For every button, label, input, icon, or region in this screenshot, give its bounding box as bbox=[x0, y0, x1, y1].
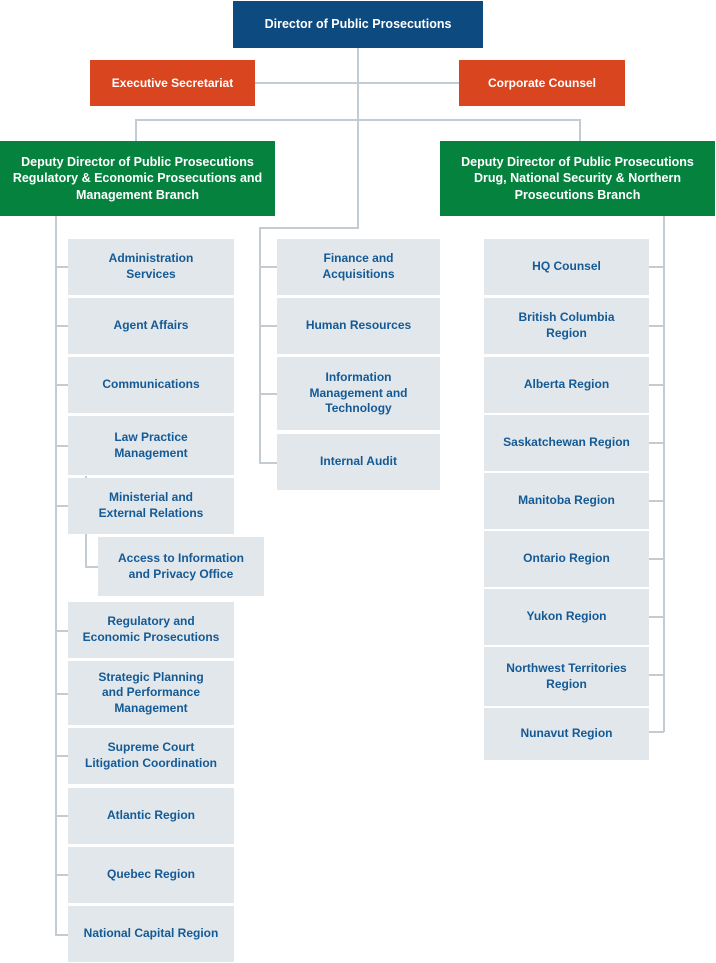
connector-stub-left-2 bbox=[55, 325, 69, 327]
node-label: Strategic Planning and Performance Manag… bbox=[98, 669, 204, 715]
connector-stub-right-7 bbox=[649, 616, 664, 618]
node-strategic-planning-and-performance-management[interactable]: Strategic Planning and Performance Manag… bbox=[68, 661, 234, 725]
node-label: Deputy Director of Public Prosecutions R… bbox=[12, 155, 263, 202]
node-label: Human Resources bbox=[305, 318, 412, 333]
node-label: Communications bbox=[102, 377, 200, 392]
node-label: Corporate Counsel bbox=[487, 75, 596, 90]
connector-stub-right-6 bbox=[649, 558, 664, 560]
node-label: Finance and Acquisitions bbox=[322, 251, 395, 281]
connector-stub-left-8 bbox=[55, 755, 69, 757]
node-branch-drug-national-security-northern[interactable]: Deputy Director of Public Prosecutions D… bbox=[440, 141, 715, 216]
connector-aipo-stub bbox=[85, 566, 99, 568]
connector-root-trunk bbox=[357, 48, 359, 228]
connector-stub-left-5 bbox=[55, 505, 69, 507]
connector-branch-bus bbox=[135, 119, 581, 121]
node-quebec-region[interactable]: Quebec Region bbox=[68, 847, 234, 903]
node-ontario-region[interactable]: Ontario Region bbox=[484, 531, 649, 587]
node-label: Law Practice Management bbox=[114, 429, 188, 460]
node-yukon-region[interactable]: Yukon Region bbox=[484, 589, 649, 645]
node-regulatory-and-economic-prosecutions[interactable]: Regulatory and Economic Prosecutions bbox=[68, 602, 234, 658]
connector-stub-right-2 bbox=[649, 325, 664, 327]
connector-stub-right-5 bbox=[649, 500, 664, 502]
node-access-to-information-and-privacy-office[interactable]: Access to Information and Privacy Office bbox=[98, 537, 264, 596]
connector-stub-left-7 bbox=[55, 693, 69, 695]
node-saskatchewan-region[interactable]: Saskatchewan Region bbox=[484, 415, 649, 471]
node-british-columbia-region[interactable]: British Columbia Region bbox=[484, 298, 649, 354]
connector-stub-left-3 bbox=[55, 384, 69, 386]
node-label: Director of Public Prosecutions bbox=[264, 16, 452, 31]
connector-middle-trunk bbox=[259, 227, 261, 463]
node-label: Agent Affairs bbox=[113, 318, 189, 333]
node-information-management-and-technology[interactable]: Information Management and Technology bbox=[277, 357, 440, 430]
connector-stub-left-11 bbox=[55, 934, 69, 936]
connector-branch-right-drop bbox=[579, 119, 581, 141]
connector-stub-left-6 bbox=[55, 630, 69, 632]
connector-stub-mid-2 bbox=[259, 325, 278, 327]
node-administration-services[interactable]: Administration Services bbox=[68, 239, 234, 295]
node-atlantic-region[interactable]: Atlantic Region bbox=[68, 788, 234, 844]
node-label: Regulatory and Economic Prosecutions bbox=[82, 614, 220, 644]
node-label: Northwest Territories Region bbox=[506, 660, 627, 691]
node-northwest-territories-region[interactable]: Northwest Territories Region bbox=[484, 647, 649, 706]
node-corporate-counsel[interactable]: Corporate Counsel bbox=[459, 60, 625, 106]
connector-stub-right-3 bbox=[649, 384, 664, 386]
node-label: Ministerial and External Relations bbox=[98, 490, 204, 520]
node-label: British Columbia Region bbox=[518, 310, 615, 340]
connector-left-trunk bbox=[55, 216, 57, 936]
node-label: Quebec Region bbox=[106, 867, 195, 882]
node-label: Administration Services bbox=[108, 251, 194, 281]
connector-stub-right-4 bbox=[649, 442, 664, 444]
node-national-capital-region[interactable]: National Capital Region bbox=[68, 906, 234, 962]
node-human-resources[interactable]: Human Resources bbox=[277, 298, 440, 354]
node-manitoba-region[interactable]: Manitoba Region bbox=[484, 473, 649, 529]
node-label: Information Management and Technology bbox=[309, 370, 408, 416]
node-law-practice-management[interactable]: Law Practice Management bbox=[68, 416, 234, 475]
connector-stub-mid-3 bbox=[259, 393, 278, 395]
node-supreme-court-litigation-coordination[interactable]: Supreme Court Litigation Coordination bbox=[68, 728, 234, 784]
node-label: Access to Information and Privacy Office bbox=[117, 550, 245, 581]
connector-stub-right-8 bbox=[649, 674, 664, 676]
connector-stub-left-1 bbox=[55, 266, 69, 268]
connector-branch-left-drop bbox=[135, 119, 137, 141]
node-label: Atlantic Region bbox=[106, 808, 195, 823]
connector-stub-right-9 bbox=[649, 731, 664, 733]
node-internal-audit[interactable]: Internal Audit bbox=[277, 434, 440, 490]
node-branch-regulatory-economic-management[interactable]: Deputy Director of Public Prosecutions R… bbox=[0, 141, 275, 216]
node-finance-and-acquisitions[interactable]: Finance and Acquisitions bbox=[277, 239, 440, 295]
node-label: Internal Audit bbox=[320, 454, 397, 469]
connector-stub-left-9 bbox=[55, 815, 69, 817]
node-label: Saskatchewan Region bbox=[503, 435, 630, 450]
node-label: HQ Counsel bbox=[532, 259, 601, 274]
node-label: National Capital Region bbox=[83, 926, 219, 941]
node-label: Nunavut Region bbox=[520, 726, 613, 741]
connector-stub-left-10 bbox=[55, 874, 69, 876]
connector-stub-mid-4 bbox=[259, 462, 278, 464]
node-label: Manitoba Region bbox=[518, 493, 615, 508]
node-label: Ontario Region bbox=[523, 551, 610, 566]
node-label: Deputy Director of Public Prosecutions D… bbox=[461, 155, 694, 202]
node-director-of-public-prosecutions[interactable]: Director of Public Prosecutions bbox=[233, 1, 483, 48]
connector-stub-mid-1 bbox=[259, 266, 278, 268]
connector-stub-right-1 bbox=[649, 266, 664, 268]
node-communications[interactable]: Communications bbox=[68, 357, 234, 413]
node-alberta-region[interactable]: Alberta Region bbox=[484, 357, 649, 413]
node-ministerial-and-external-relations[interactable]: Ministerial and External Relations bbox=[68, 478, 234, 534]
node-label: Supreme Court Litigation Coordination bbox=[85, 740, 217, 770]
node-agent-affairs[interactable]: Agent Affairs bbox=[68, 298, 234, 354]
connector-stub-left-4 bbox=[55, 445, 69, 447]
connector-middle-feed bbox=[259, 227, 359, 229]
node-label: Executive Secretariat bbox=[111, 75, 234, 90]
node-hq-counsel[interactable]: HQ Counsel bbox=[484, 239, 649, 295]
connector-staff-bus bbox=[255, 82, 460, 84]
node-nunavut-region[interactable]: Nunavut Region bbox=[484, 708, 649, 760]
node-label: Alberta Region bbox=[523, 377, 610, 392]
node-label: Yukon Region bbox=[526, 609, 607, 624]
connector-right-trunk bbox=[663, 216, 665, 732]
node-executive-secretariat[interactable]: Executive Secretariat bbox=[90, 60, 255, 106]
